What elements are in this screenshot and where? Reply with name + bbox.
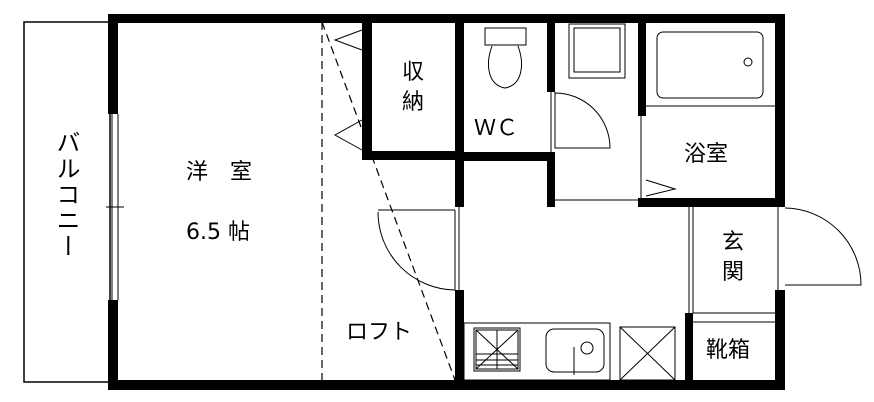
- western-room-size: 6.5 帖: [186, 220, 250, 245]
- refrigerator-space: [619, 326, 676, 381]
- entrance-label-2: 関: [722, 260, 745, 285]
- toilet-icon: [484, 27, 527, 89]
- bath-door-mark: [645, 179, 677, 197]
- sink-icon: [545, 328, 605, 375]
- storage-label-2: 納: [402, 90, 425, 115]
- wc-label: ＷＣ: [474, 116, 519, 141]
- balcony-label: バルコニー: [52, 130, 80, 260]
- room-door: [377, 209, 456, 291]
- kitchen-counter: [463, 322, 611, 381]
- wc-door: [554, 92, 611, 149]
- loft-outline: [321, 21, 456, 381]
- storage-door-mark: [333, 29, 363, 51]
- entrance-door: [784, 207, 862, 286]
- outer-walls: [108, 14, 785, 390]
- bathroom-label: 浴室: [684, 142, 729, 167]
- storage-door-mark: [333, 119, 363, 151]
- washing-machine-icon: [568, 23, 626, 79]
- entrance-label-1: 玄: [722, 230, 745, 255]
- balcony-outline: [23, 21, 111, 383]
- storage-label-1: 収: [402, 60, 425, 85]
- western-room-label: 洋 室: [186, 160, 253, 185]
- bathtub-icon: [646, 31, 775, 107]
- shoe-box-label: 靴箱: [706, 338, 751, 363]
- stove-icon: [473, 327, 521, 372]
- window-west: [106, 114, 124, 300]
- loft-label: ロフト: [346, 320, 413, 345]
